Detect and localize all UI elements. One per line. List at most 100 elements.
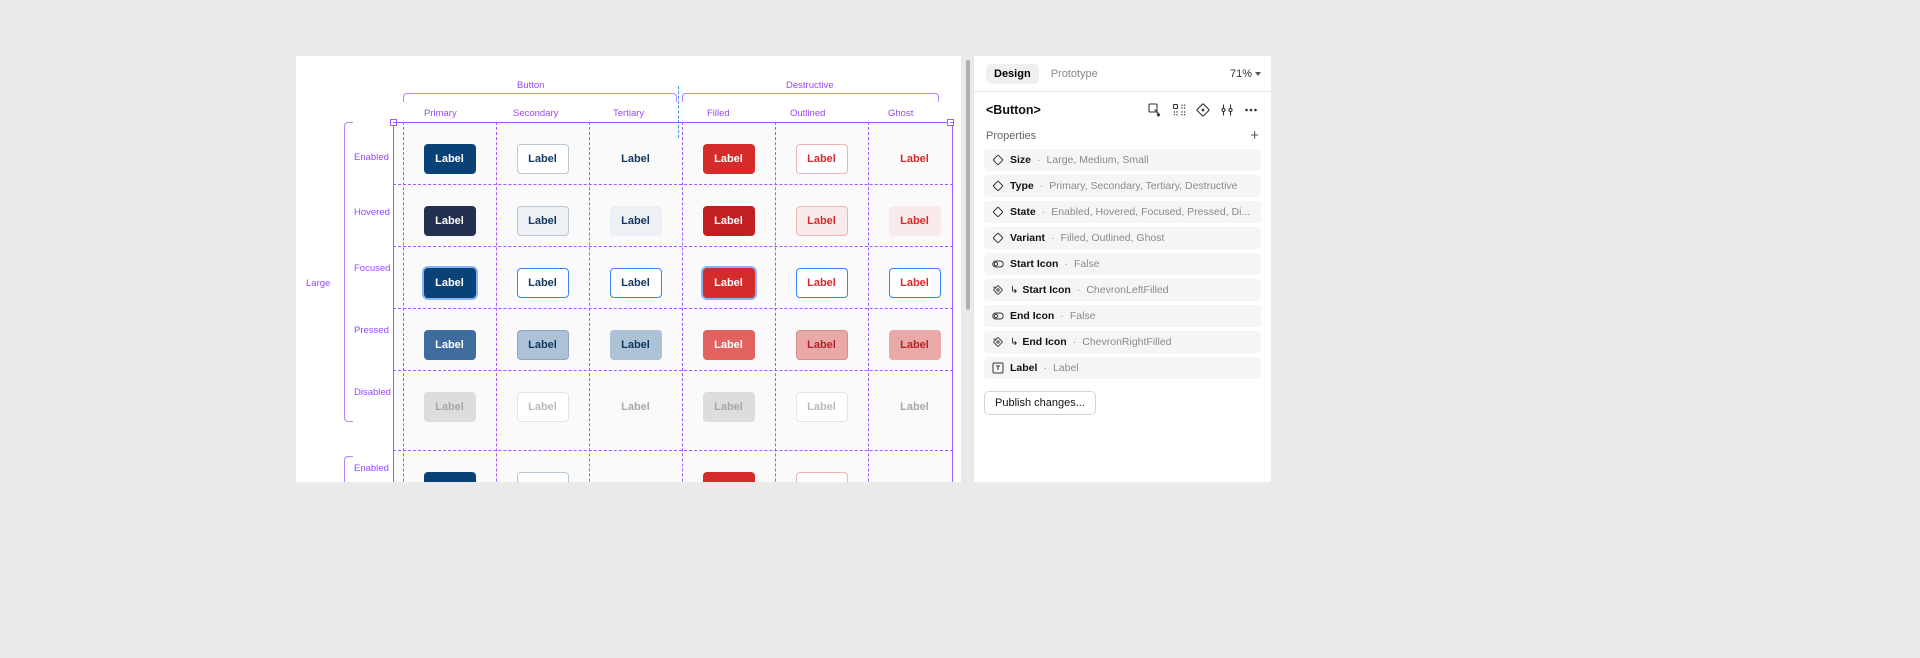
property-value: ChevronRightFilled bbox=[1082, 336, 1172, 348]
tune-icon[interactable] bbox=[1219, 102, 1235, 118]
button-secondary-enabled[interactable]: Label bbox=[516, 472, 569, 482]
button-tertiary-enabled[interactable]: Label bbox=[621, 153, 650, 165]
button-primary-pressed[interactable]: Label bbox=[423, 330, 476, 360]
variant-cell-primary-enabled[interactable]: Label bbox=[403, 456, 496, 482]
variant-cell-outlined-enabled[interactable]: Label bbox=[775, 456, 868, 482]
variant-cell-primary-pressed[interactable]: Label bbox=[403, 314, 496, 376]
button-ghost-pressed[interactable]: Label bbox=[888, 330, 941, 360]
button-secondary-disabled[interactable]: Label bbox=[516, 392, 569, 422]
zoom-control[interactable]: 71% bbox=[1230, 68, 1261, 80]
button-tertiary-disabled[interactable]: Label bbox=[621, 401, 650, 413]
property-row-end-icon[interactable]: End Icon·False bbox=[984, 305, 1261, 327]
button-outlined-disabled[interactable]: Label bbox=[795, 392, 848, 422]
property-name: Variant bbox=[1010, 232, 1046, 244]
button-outlined-enabled[interactable]: Label bbox=[795, 144, 848, 174]
variant-cell-tertiary-enabled[interactable]: Label bbox=[589, 456, 682, 482]
button-primary-focused[interactable]: Label bbox=[423, 268, 476, 298]
button-filled-enabled[interactable]: Label bbox=[702, 472, 755, 482]
variant-cell-secondary-focused[interactable]: Label bbox=[496, 252, 589, 314]
button-tertiary-hovered[interactable]: Label bbox=[609, 206, 662, 236]
component-icon[interactable] bbox=[1195, 102, 1211, 118]
button-secondary-pressed[interactable]: Label bbox=[516, 330, 569, 360]
button-filled-hovered[interactable]: Label bbox=[702, 206, 755, 236]
variant-cell-ghost-focused[interactable]: Label bbox=[868, 252, 961, 314]
more-options-icon[interactable] bbox=[1243, 102, 1259, 118]
button-tertiary-focused[interactable]: Label bbox=[609, 268, 662, 298]
variant-cell-ghost-enabled[interactable]: Label bbox=[868, 456, 961, 482]
button-ghost-focused[interactable]: Label bbox=[888, 268, 941, 298]
property-row-label[interactable]: Label·Label bbox=[984, 357, 1261, 379]
variant-cell-outlined-hovered[interactable]: Label bbox=[775, 190, 868, 252]
variant-cell-secondary-enabled[interactable]: Label bbox=[496, 456, 589, 482]
button-tertiary-pressed[interactable]: Label bbox=[609, 330, 662, 360]
chevron-down-icon bbox=[1255, 71, 1261, 76]
variant-cell-tertiary-focused[interactable]: Label bbox=[589, 252, 682, 314]
button-primary-enabled[interactable]: Label bbox=[423, 472, 476, 482]
property-row-size[interactable]: Size·Large, Medium, Small bbox=[984, 149, 1261, 171]
variant-cell-primary-hovered[interactable]: Label bbox=[403, 190, 496, 252]
variant-cell-filled-enabled[interactable]: Label bbox=[682, 456, 775, 482]
button-ghost-hovered[interactable]: Label bbox=[888, 206, 941, 236]
tab-design[interactable]: Design bbox=[986, 63, 1039, 84]
variant-cell-ghost-hovered[interactable]: Label bbox=[868, 190, 961, 252]
variant-cell-tertiary-enabled[interactable]: Label bbox=[589, 128, 682, 190]
variant-cell-ghost-enabled[interactable]: Label bbox=[868, 128, 961, 190]
property-row-variant[interactable]: Variant·Filled, Outlined, Ghost bbox=[984, 227, 1261, 249]
button-ghost-enabled[interactable]: Label bbox=[900, 153, 929, 165]
variant-cell-filled-disabled[interactable]: Label bbox=[682, 376, 775, 438]
variant-cell-primary-focused[interactable]: Label bbox=[403, 252, 496, 314]
variant-cell-outlined-pressed[interactable]: Label bbox=[775, 314, 868, 376]
variant-set-selection-frame[interactable] bbox=[393, 122, 953, 482]
variants-grid-icon[interactable] bbox=[1171, 102, 1187, 118]
grid-line-vertical bbox=[868, 122, 869, 482]
variant-cell-tertiary-disabled[interactable]: Label bbox=[589, 376, 682, 438]
property-row-type[interactable]: Type·Primary, Secondary, Tertiary, Destr… bbox=[984, 175, 1261, 197]
button-ghost-disabled[interactable]: Label bbox=[900, 401, 929, 413]
variant-cell-filled-enabled[interactable]: Label bbox=[682, 128, 775, 190]
variant-cell-secondary-pressed[interactable]: Label bbox=[496, 314, 589, 376]
variant-cell-tertiary-hovered[interactable]: Label bbox=[589, 190, 682, 252]
figma-canvas[interactable]: Button Destructive Primary Secondary Ter… bbox=[296, 56, 961, 482]
plus-icon[interactable]: + bbox=[1250, 127, 1259, 144]
variant-cell-secondary-hovered[interactable]: Label bbox=[496, 190, 589, 252]
button-primary-disabled[interactable]: Label bbox=[423, 392, 476, 422]
button-filled-focused[interactable]: Label bbox=[702, 268, 755, 298]
button-primary-enabled[interactable]: Label bbox=[423, 144, 476, 174]
button-outlined-enabled[interactable]: Label bbox=[795, 472, 848, 482]
component-instance-icon[interactable] bbox=[1147, 102, 1163, 118]
button-outlined-pressed[interactable]: Label bbox=[795, 330, 848, 360]
button-filled-pressed[interactable]: Label bbox=[702, 330, 755, 360]
tab-prototype[interactable]: Prototype bbox=[1050, 67, 1098, 80]
button-filled-enabled[interactable]: Label bbox=[702, 144, 755, 174]
button-primary-hovered[interactable]: Label bbox=[423, 206, 476, 236]
variant-cell-primary-enabled[interactable]: Label bbox=[403, 128, 496, 190]
button-outlined-focused[interactable]: Label bbox=[795, 268, 848, 298]
variant-cell-filled-pressed[interactable]: Label bbox=[682, 314, 775, 376]
button-secondary-hovered[interactable]: Label bbox=[516, 206, 569, 236]
property-row-state[interactable]: State·Enabled, Hovered, Focused, Pressed… bbox=[984, 201, 1261, 223]
variant-cell-secondary-disabled[interactable]: Label bbox=[496, 376, 589, 438]
variant-cell-secondary-enabled[interactable]: Label bbox=[496, 128, 589, 190]
button-secondary-enabled[interactable]: Label bbox=[516, 144, 569, 174]
button-outlined-hovered[interactable]: Label bbox=[795, 206, 848, 236]
property-row-start-icon-nested[interactable]: ↳Start Icon·ChevronLeftFilled bbox=[984, 279, 1261, 301]
property-row-end-icon-nested[interactable]: ↳End Icon·ChevronRightFilled bbox=[984, 331, 1261, 353]
variant-cell-filled-hovered[interactable]: Label bbox=[682, 190, 775, 252]
variant-cell-outlined-disabled[interactable]: Label bbox=[775, 376, 868, 438]
variant-cell-outlined-enabled[interactable]: Label bbox=[775, 128, 868, 190]
variant-cell-ghost-pressed[interactable]: Label bbox=[868, 314, 961, 376]
property-row-start-icon[interactable]: Start Icon·False bbox=[984, 253, 1261, 275]
button-filled-disabled[interactable]: Label bbox=[702, 392, 755, 422]
boolean-icon bbox=[992, 310, 1004, 322]
button-tertiary-enabled[interactable]: Label bbox=[610, 472, 662, 482]
variant-cell-primary-disabled[interactable]: Label bbox=[403, 376, 496, 438]
variant-cell-ghost-disabled[interactable]: Label bbox=[868, 376, 961, 438]
publish-changes-button[interactable]: Publish changes... bbox=[984, 391, 1096, 415]
variant-cell-tertiary-pressed[interactable]: Label bbox=[589, 314, 682, 376]
canvas-scrollbar[interactable] bbox=[966, 60, 970, 310]
button-ghost-enabled[interactable]: Label bbox=[889, 472, 941, 482]
button-secondary-focused[interactable]: Label bbox=[516, 268, 569, 298]
property-name: State bbox=[1010, 206, 1036, 218]
variant-cell-filled-focused[interactable]: Label bbox=[682, 252, 775, 314]
variant-cell-outlined-focused[interactable]: Label bbox=[775, 252, 868, 314]
